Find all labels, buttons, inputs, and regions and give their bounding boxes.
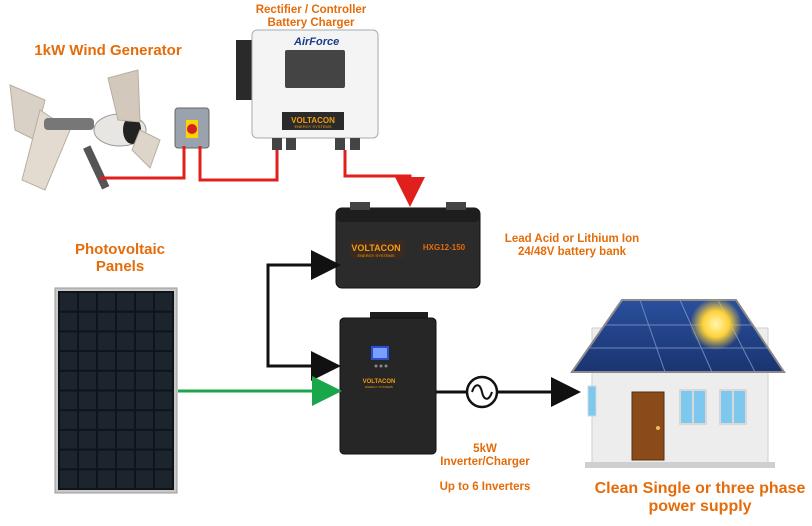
pv-cell [155, 371, 172, 390]
pv-cell [98, 312, 115, 331]
pv-cell [60, 430, 77, 449]
controller-label: Rectifier / Controller Battery Charger [236, 4, 386, 30]
pv-cell [136, 312, 153, 331]
pv-label-line2: Panels [95, 258, 145, 276]
pv-cell [79, 352, 96, 370]
pv-cell [136, 332, 153, 351]
wind-generator-label: 1kW Wind Generator [34, 42, 182, 59]
pv-cell [98, 470, 115, 488]
battery-model: HXG12-150 [423, 243, 466, 252]
pv-cell [79, 450, 96, 469]
pv-cell [155, 430, 172, 449]
pv-cell [79, 411, 96, 429]
pv-cell [60, 411, 77, 429]
pv-cell [117, 352, 134, 370]
pv-cell [117, 371, 134, 390]
pv-cell [98, 371, 115, 390]
pv-cell [155, 391, 172, 410]
pv-cell [136, 411, 153, 429]
pv-cell [136, 352, 153, 370]
pv-cell [136, 430, 153, 449]
pv-cell [98, 293, 115, 311]
inverter-brand: VOLTACON [363, 379, 396, 385]
house-label: Clean Single or three phase power supply [590, 480, 810, 517]
controller-label-line2: Battery Charger [267, 17, 355, 30]
pv-cell [60, 312, 77, 331]
pv-cell [117, 411, 134, 429]
pv-cell [79, 293, 96, 311]
pv-cell [136, 470, 153, 488]
inverter-label-line3: Up to 6 Inverters [439, 481, 531, 494]
pv-label-line1: Photovoltaic [74, 241, 165, 258]
inverter-label: 5kW Inverter/Charger Up to 6 Inverters [430, 443, 540, 495]
pv-cell [60, 450, 77, 469]
pv-cell [155, 450, 172, 469]
battery-label-line1: Lead Acid or Lithium Ion [504, 233, 640, 245]
pv-cell [60, 293, 77, 311]
pv-cell [117, 450, 134, 469]
pv-cell [98, 352, 115, 370]
pv-cell [155, 352, 172, 370]
pv-label: Photovoltaic Panels [55, 241, 185, 276]
pv-cell [117, 430, 134, 449]
pv-cell [155, 312, 172, 331]
pv-cell [136, 391, 153, 410]
pv-cell [117, 293, 134, 311]
disconnect-switch [174, 107, 210, 149]
inverter-label-line2: Inverter/Charger [440, 456, 530, 469]
pv-cell [136, 450, 153, 469]
pv-cell [117, 391, 134, 410]
pv-cell [98, 411, 115, 429]
pv-cell [98, 430, 115, 449]
controller-maker-sub: ENERGY SYSTEMS [294, 124, 331, 129]
battery-label: Lead Acid or Lithium Ion 24/48V battery … [492, 233, 652, 259]
inverter-label-line1: 5kW [473, 443, 497, 455]
pv-cell [117, 312, 134, 331]
pv-cell [79, 371, 96, 390]
pv-cell [79, 332, 96, 351]
battery-inverter-bus [266, 263, 341, 381]
controller-maker: VOLTACON [291, 116, 335, 125]
pv-cell [79, 470, 96, 488]
solar-panel [54, 287, 178, 494]
house [570, 298, 786, 468]
ac-sine-icon [465, 375, 499, 409]
wind-turbine [9, 69, 161, 191]
pv-cell [117, 470, 134, 488]
pv-cell [60, 332, 77, 351]
controller-brand: AirForce [293, 36, 339, 48]
battery-brand: VOLTACON [351, 243, 400, 253]
wind-to-switch-wire [100, 146, 186, 180]
pv-cell [79, 312, 96, 331]
battery-brand-sub: ENERGY SYSTEMS [357, 253, 394, 258]
pv-cell [117, 332, 134, 351]
pv-cell [98, 391, 115, 410]
switch-to-controller-wire [198, 146, 279, 182]
pv-cell [60, 371, 77, 390]
house-label-line2: power supply [648, 498, 752, 516]
controller-label-line1: Rectifier / Controller [255, 4, 367, 16]
pv-cell [155, 332, 172, 351]
pv-cell [136, 293, 153, 311]
pv-cell [155, 293, 172, 311]
pv-cell [60, 352, 77, 370]
pv-cell [79, 430, 96, 449]
battery-bank [335, 202, 481, 289]
charge-controller [236, 29, 379, 150]
pv-cell [60, 470, 77, 488]
pv-cell [79, 391, 96, 410]
pv-cell [136, 371, 153, 390]
inverter-charger [339, 312, 437, 455]
pv-cell [60, 391, 77, 410]
pv-cell [98, 332, 115, 351]
pv-cell [155, 470, 172, 488]
inverter-brand-sub: ENERGY SYSTEMS [365, 385, 393, 389]
pv-cell [155, 411, 172, 429]
battery-label-line2: 24/48V battery bank [517, 246, 627, 259]
controller-to-battery-wire [343, 150, 425, 207]
pv-cell [98, 450, 115, 469]
house-label-line1: Clean Single or three phase [594, 480, 806, 497]
